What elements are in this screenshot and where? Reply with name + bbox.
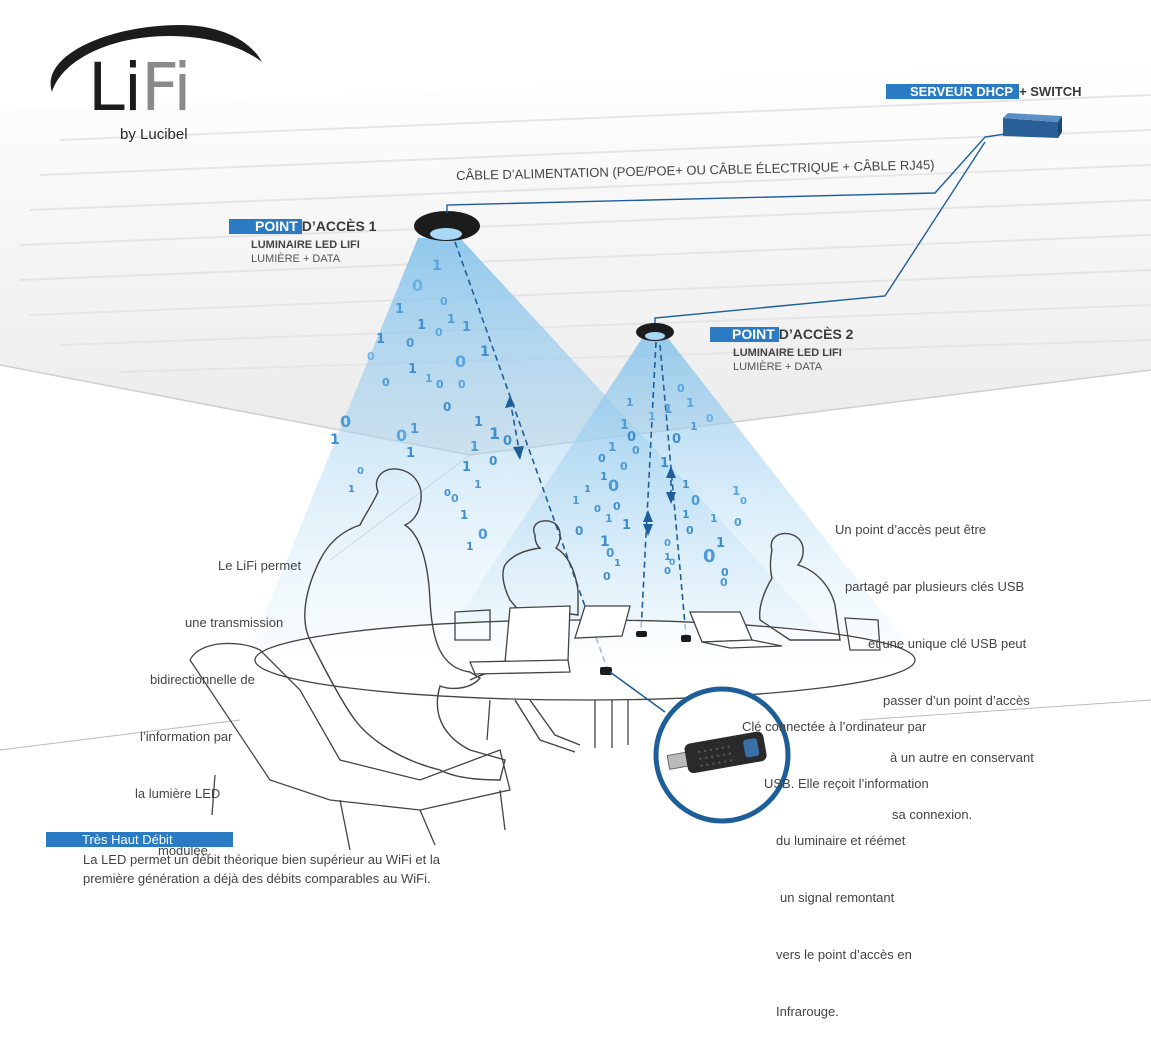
binary-digits: 1 0 0 1 1 1 0 1 1 0 1 0 0 1 1 0 0 0 0 0 … <box>330 258 747 589</box>
ap2-subtitle: LUMINAIRE LED LIFI <box>733 347 842 359</box>
bottom-info: Très Haut Débit La LED permet un débit t… <box>46 832 440 888</box>
usb-callout-line <box>609 671 666 713</box>
light-beam-2 <box>430 337 920 660</box>
note-usb: Clé connectée à l’ordinateur par USB. El… <box>742 719 929 1019</box>
logo-wordmark: LiFi <box>88 49 192 126</box>
ap2-detail: LUMIÈRE + DATA <box>733 361 823 373</box>
chairs <box>189 609 881 851</box>
server-rest: + SWITCH <box>1019 84 1082 99</box>
bottom-tag: Très Haut Débit <box>46 832 233 847</box>
luminaire-1 <box>414 211 480 241</box>
ap1-subtitle: LUMINAIRE LED LIFI <box>251 239 360 251</box>
usb-dongles <box>600 631 691 675</box>
scene-illustration <box>0 25 1151 851</box>
switch-device <box>1003 113 1062 138</box>
server-label: SERVEUR DHCP+ SWITCH <box>886 84 1082 99</box>
ap1-title: D’ACCÈS 1 <box>301 218 377 234</box>
laptops <box>469 605 783 675</box>
ap2-title: D’ACCÈS 2 <box>778 326 854 342</box>
logo-byline: by Lucibel <box>120 126 188 143</box>
logo-swoosh <box>50 25 263 92</box>
arrow-heads <box>505 395 676 536</box>
logo: LiFi by Lucibel <box>88 49 238 144</box>
bottom-line-1: La LED permet un débit théorique bien su… <box>83 852 440 867</box>
server-tag: SERVEUR DHCP <box>886 84 1020 99</box>
ap2-tag: POINT <box>710 327 779 342</box>
note-shared: Un point d’accès peut être partagé par p… <box>835 522 1034 822</box>
ap1-tag: POINT <box>229 219 302 234</box>
luminaire-2 <box>636 323 674 341</box>
bottom-line-2: première génération a déjà des débits co… <box>83 871 431 886</box>
usb-key-zoom <box>653 686 791 824</box>
ap1-detail: LUMIÈRE + DATA <box>251 253 341 265</box>
note-lifi: Le LiFi permet une transmission bidirect… <box>135 558 302 858</box>
cables <box>446 133 1006 323</box>
